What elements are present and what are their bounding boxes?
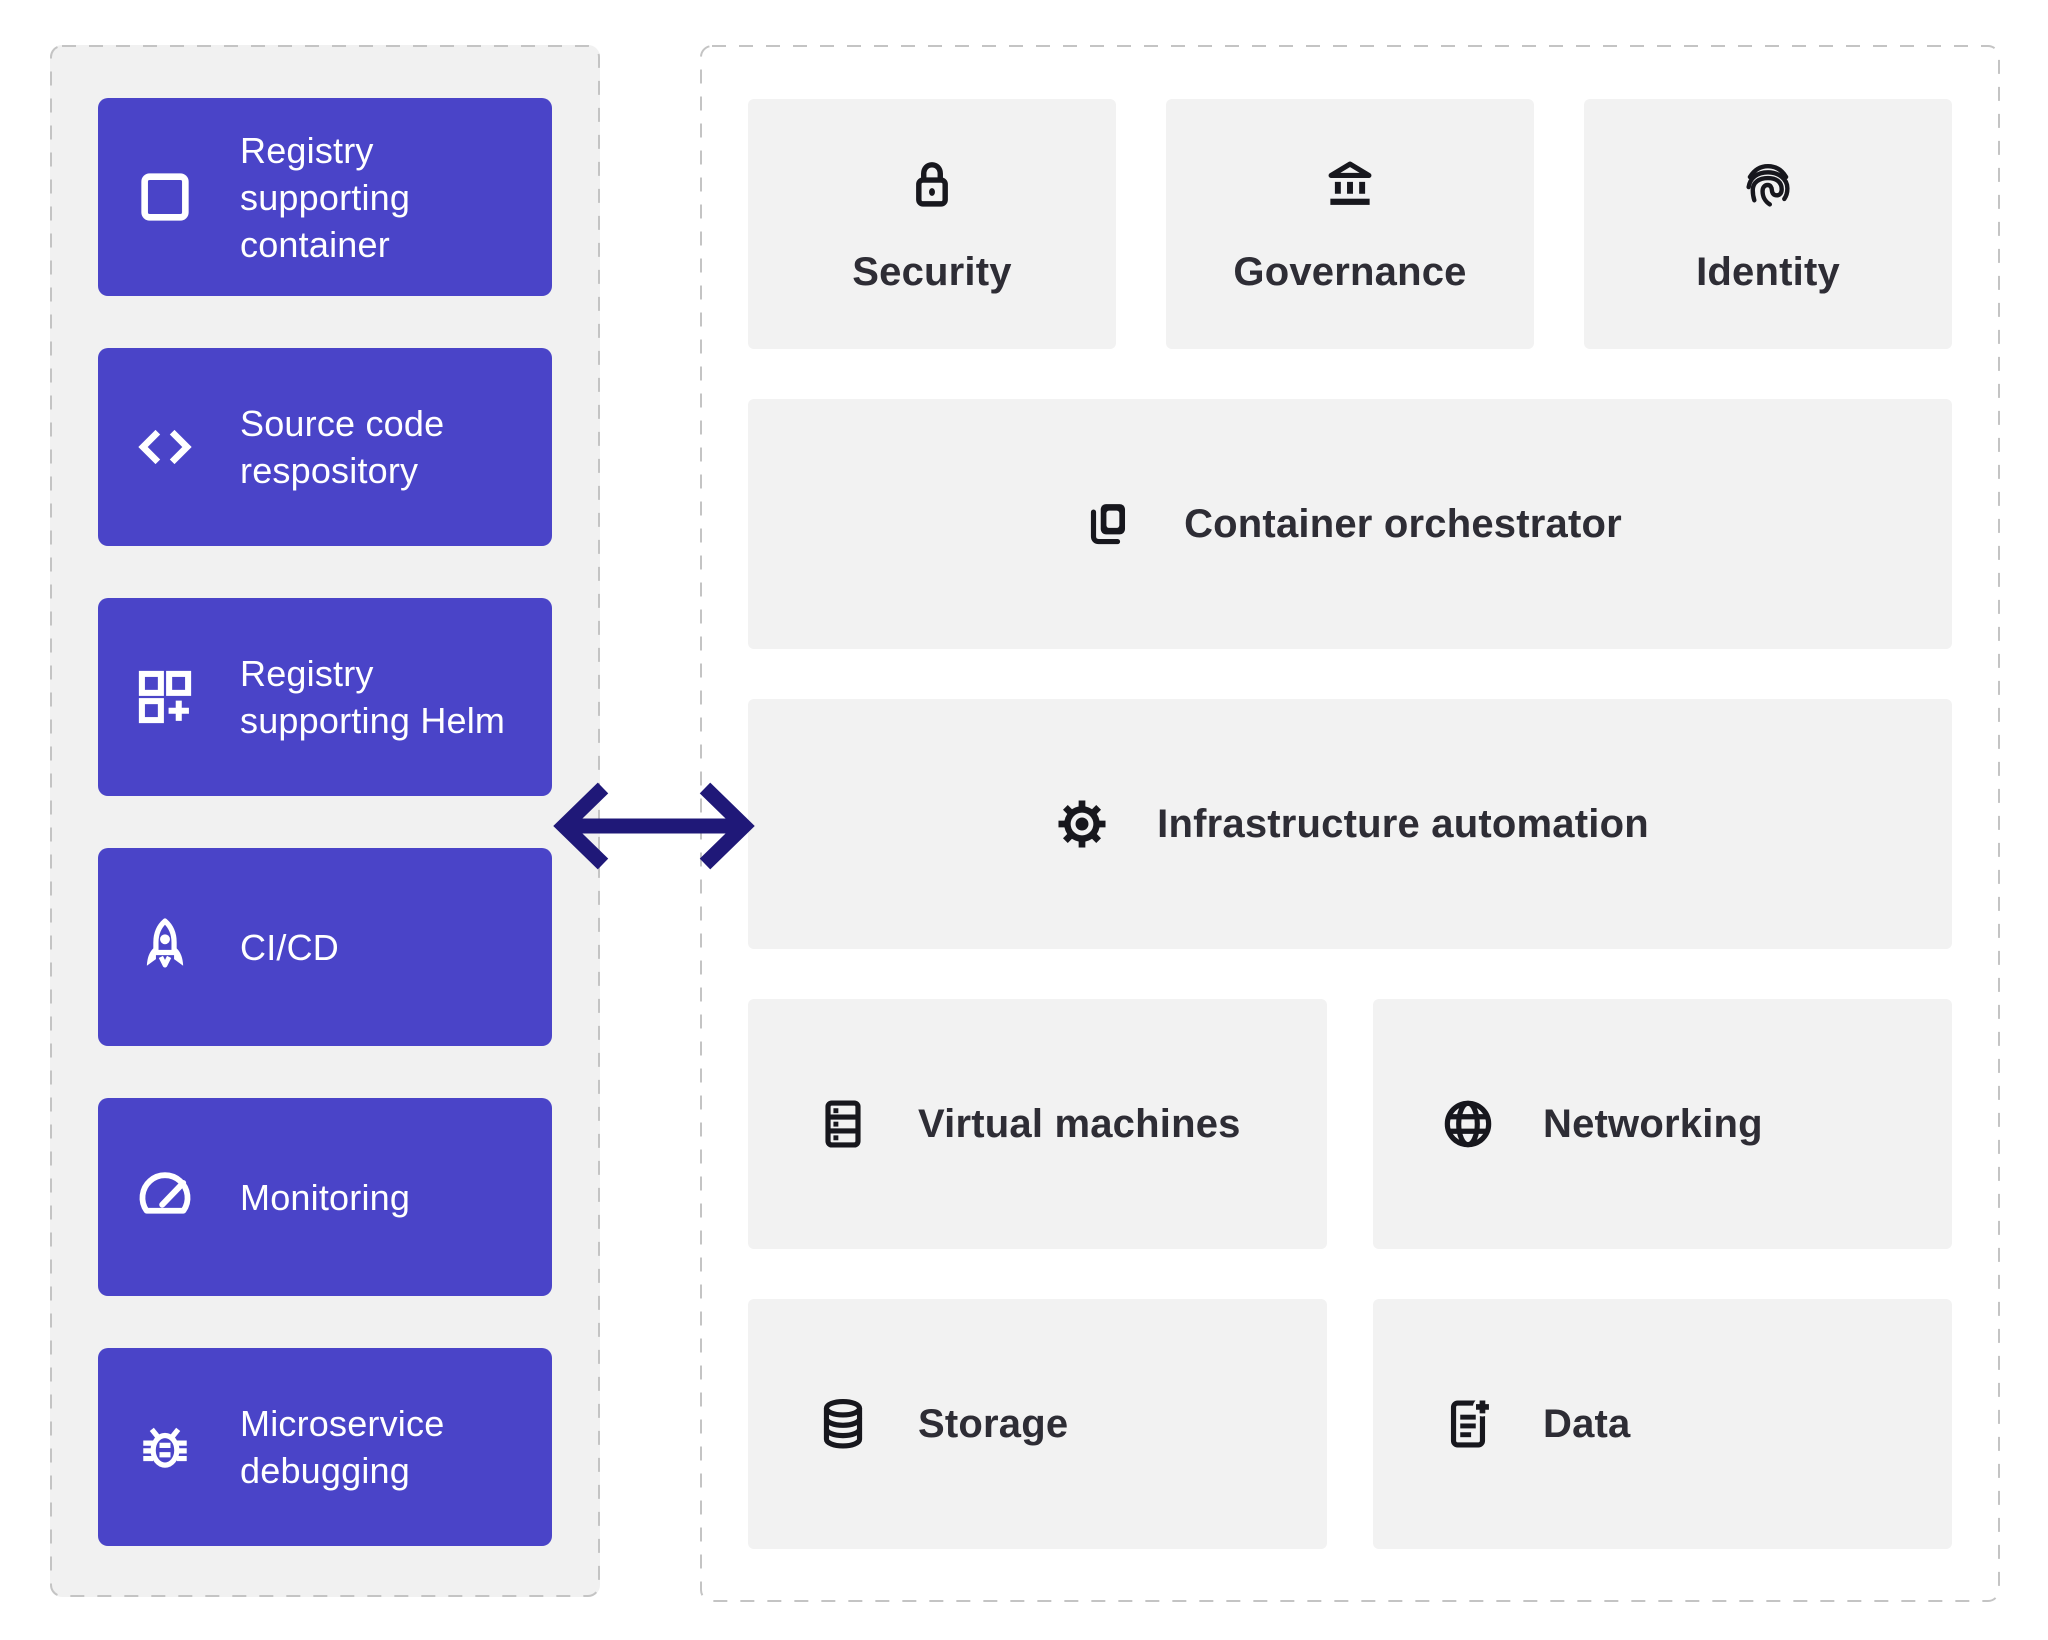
platform-capabilities-panel: Security Governance xyxy=(700,45,2000,1602)
capability-row-1: Security Governance xyxy=(748,99,1952,349)
capability-label: Storage xyxy=(918,1401,1069,1446)
server-rack-icon xyxy=(812,1093,874,1155)
bug-icon xyxy=(132,1414,198,1480)
tool-card-label: Monitoring xyxy=(240,1176,411,1218)
tool-card-label: Microservice debugging xyxy=(240,1403,445,1491)
database-icon xyxy=(812,1393,874,1455)
tool-card-source-repo: Source code respository xyxy=(98,348,552,546)
capability-card-storage: Storage xyxy=(748,1299,1327,1549)
capability-label: Container orchestrator xyxy=(1184,501,1622,546)
capability-card-governance: Governance xyxy=(1166,99,1534,349)
capability-row-2: Container orchestrator xyxy=(748,399,1952,649)
capability-label: Infrastructure automation xyxy=(1157,801,1649,846)
capability-row-5: Storage Data xyxy=(748,1299,1952,1549)
capability-label: Networking xyxy=(1543,1101,1763,1146)
code-brackets-icon xyxy=(132,414,198,480)
tool-card-label: CI/CD xyxy=(240,926,339,968)
tool-card-cicd: CI/CD xyxy=(98,848,552,1046)
bidirectional-arrow-icon xyxy=(545,778,763,874)
capability-card-container-orchestrator: Container orchestrator xyxy=(748,399,1952,649)
capability-card-security: Security xyxy=(748,99,1116,349)
capability-card-virtual-machines: Virtual machines xyxy=(748,999,1327,1249)
tool-card-registry-helm: Registry supporting Helm xyxy=(98,598,552,796)
tool-card-label: Registry supporting Helm xyxy=(240,653,506,741)
capability-label: Virtual machines xyxy=(918,1101,1241,1146)
rocket-icon xyxy=(132,914,198,980)
stacked-containers-icon xyxy=(1078,493,1140,555)
capability-label: Security xyxy=(852,249,1012,294)
capability-label: Governance xyxy=(1233,249,1467,294)
capability-card-data: Data xyxy=(1373,1299,1952,1549)
gauge-icon xyxy=(132,1164,198,1230)
capability-card-infrastructure-automation: Infrastructure automation xyxy=(748,699,1952,949)
tool-card-registry-container: Registry supporting container xyxy=(98,98,552,296)
capability-row-3: Infrastructure automation xyxy=(748,699,1952,949)
bank-icon xyxy=(1319,154,1381,216)
apps-plus-icon xyxy=(132,664,198,730)
capability-row-4: Virtual machines Networking xyxy=(748,999,1952,1249)
capability-label: Identity xyxy=(1696,249,1840,294)
gear-icon xyxy=(1051,793,1113,855)
capability-card-identity: Identity xyxy=(1584,99,1952,349)
globe-icon xyxy=(1437,1093,1499,1155)
tool-card-microservice-debugging: Microservice debugging xyxy=(98,1348,552,1546)
capability-card-networking: Networking xyxy=(1373,999,1952,1249)
lock-icon xyxy=(901,154,963,216)
pipeline-tools-panel: Registry supporting container Source cod… xyxy=(50,45,600,1597)
fingerprint-icon xyxy=(1737,154,1799,216)
document-plus-icon xyxy=(1437,1393,1499,1455)
container-square-icon xyxy=(132,164,198,230)
tool-card-label: Registry supporting container xyxy=(240,129,411,265)
tool-card-monitoring: Monitoring xyxy=(98,1098,552,1296)
capability-label: Data xyxy=(1543,1401,1631,1446)
tool-card-label: Source code respository xyxy=(240,403,445,491)
